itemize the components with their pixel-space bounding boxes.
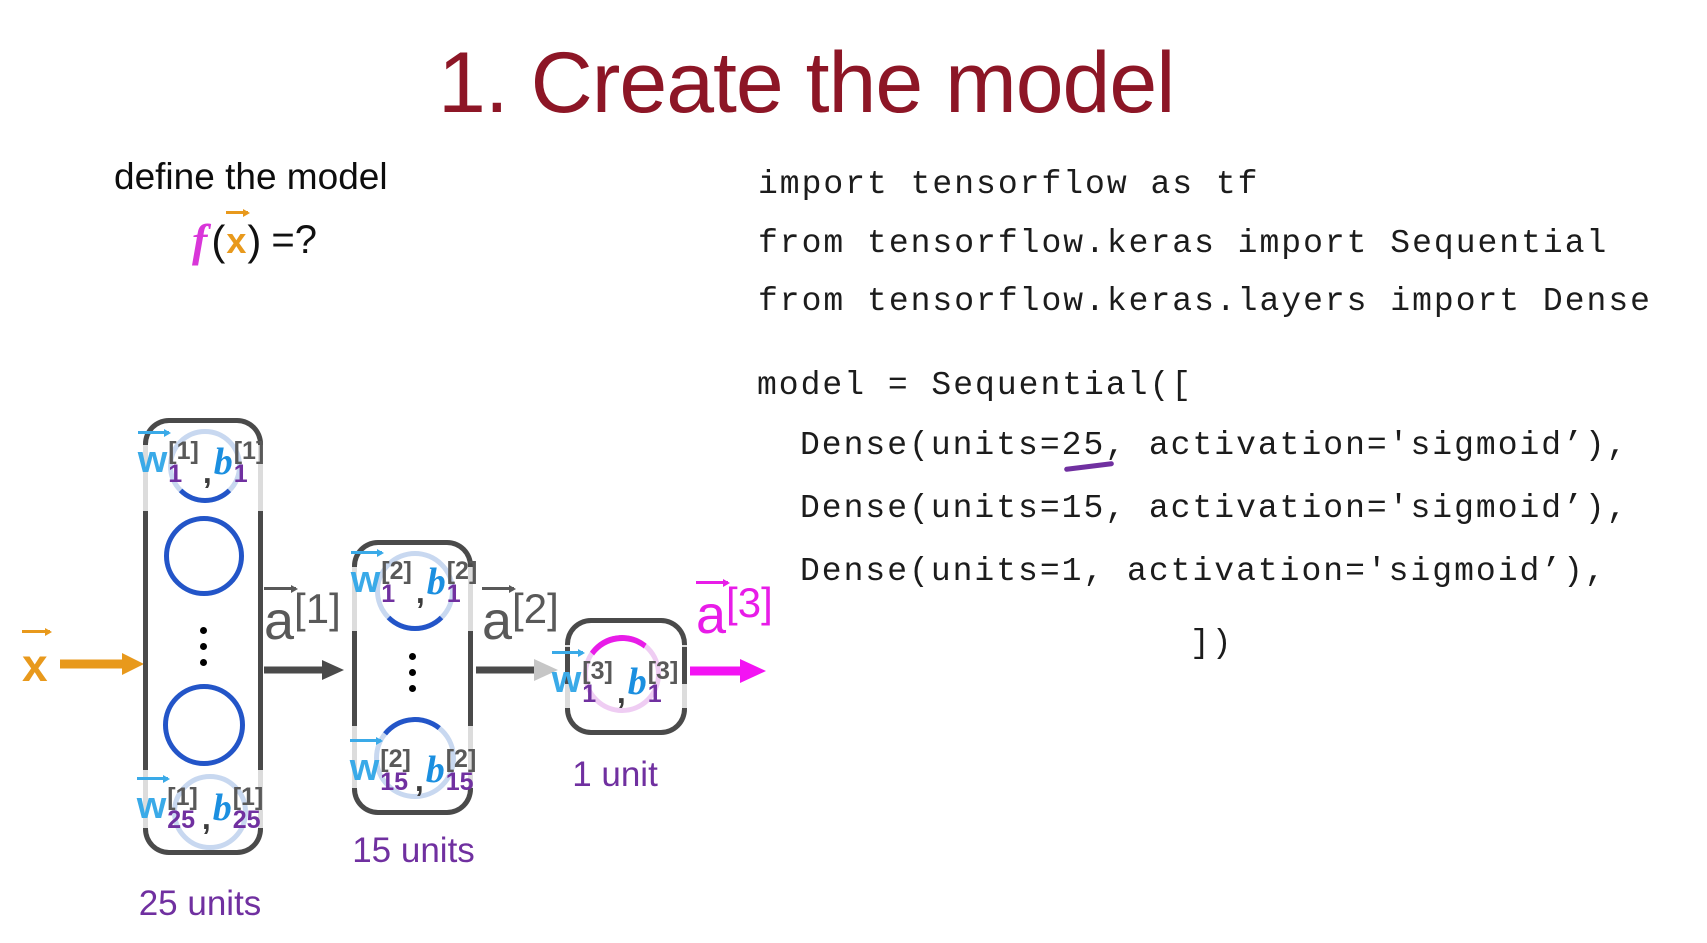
page-title: 1. Create the model xyxy=(438,35,1175,131)
vector-arrow-icon xyxy=(22,628,52,636)
model-formula: f ( x ) =? xyxy=(192,208,317,267)
layer3-box-left-edge xyxy=(565,647,570,684)
activation-a2-label: a [2] xyxy=(482,585,559,651)
layer2-box-right-edge xyxy=(468,631,473,726)
input-arrow-icon xyxy=(60,653,144,675)
a-vector: a xyxy=(264,585,299,648)
layer2-to-layer3-arrow-icon xyxy=(476,659,558,681)
layer1-neuron-bottom xyxy=(172,774,248,850)
w-vector: w xyxy=(349,737,383,790)
code-import-sequential: from tensorflow.keras import Sequential xyxy=(758,225,1609,262)
layer1-to-layer2-arrow-icon xyxy=(264,660,344,680)
layer1-box-right-edge xyxy=(258,511,263,770)
vector-arrow-icon xyxy=(551,649,585,657)
layer2-box xyxy=(352,540,473,815)
activation-a1-label: a [1] xyxy=(264,585,341,651)
formula-lparen: ( xyxy=(211,216,226,264)
code-import-dense: from tensorflow.keras.layers import Dens… xyxy=(758,283,1652,320)
a-vector: a xyxy=(482,585,517,648)
code-close-bracket: ]) xyxy=(1190,625,1234,662)
code-dense-25: Dense(units=25, activation='sigmoid’), xyxy=(800,427,1629,464)
formula-x-vector: x xyxy=(226,208,251,262)
w-vector: w xyxy=(136,775,170,828)
layer3-params: w [3]1 , b [3]1 xyxy=(550,649,680,708)
layer3-neuron xyxy=(577,629,667,719)
b-symbol: b xyxy=(213,441,233,483)
layer2-neuron-bottom xyxy=(369,712,461,804)
layer1-neuron xyxy=(164,516,244,596)
formula-equals: =? xyxy=(271,218,317,262)
layer1-neuron-top xyxy=(168,429,242,503)
layer1-units-label: 25 units xyxy=(138,884,262,923)
code-model-sequential: model = Sequential([ xyxy=(757,367,1194,404)
layer2-box-left-edge xyxy=(352,631,357,726)
layer2-units-label: 15 units xyxy=(352,831,475,870)
w-vector: w xyxy=(137,429,171,482)
w-vector: w xyxy=(350,549,384,602)
vector-arrow-icon xyxy=(136,775,170,783)
code-import-tf: import tensorflow as tf xyxy=(758,166,1260,203)
activation-a3-label: a [3] xyxy=(696,579,773,645)
layer3-units-label: 1 unit xyxy=(572,755,658,794)
layer1-box-left-edge xyxy=(143,511,148,770)
define-model-heading: define the model xyxy=(114,156,388,197)
vector-arrow-icon xyxy=(696,579,731,587)
vector-arrow-icon xyxy=(349,737,383,745)
a-vector: a xyxy=(696,579,731,642)
layer3-box-right-edge xyxy=(682,647,687,684)
code-dense-15: Dense(units=15, activation='sigmoid’), xyxy=(800,490,1629,527)
code-dense-1: Dense(units=1, activation='sigmoid’), xyxy=(800,553,1607,590)
ellipsis-dots-icon xyxy=(409,653,416,692)
formula-rparen: ) xyxy=(247,216,262,264)
layer1-params-bottom: w [1]25 , b [1]25 xyxy=(122,775,278,834)
b-symbol: b xyxy=(212,787,232,829)
vector-arrow-icon xyxy=(226,208,251,217)
b-symbol: b xyxy=(627,661,647,703)
ellipsis-dots-icon xyxy=(200,627,207,666)
vector-arrow-icon xyxy=(350,549,384,557)
formula-f: f xyxy=(192,215,208,266)
w-vector: w xyxy=(551,649,585,702)
layer2-params-top: w [2]1 , b [2]1 xyxy=(343,549,485,608)
layer2-neuron-top xyxy=(375,551,455,631)
layer1-neuron xyxy=(163,684,245,766)
input-x-vector: x xyxy=(22,628,52,692)
b-symbol: b xyxy=(425,749,445,791)
b-symbol: b xyxy=(426,561,446,603)
layer1-params-top: w [1]1 , b [1]1 xyxy=(126,429,276,488)
vector-arrow-icon xyxy=(137,429,171,437)
vector-arrow-icon xyxy=(264,585,299,593)
vector-arrow-icon xyxy=(482,585,517,593)
output-arrow-icon xyxy=(690,659,766,683)
layer2-params-bottom: w [2]15 , b [2]15 xyxy=(338,737,488,796)
